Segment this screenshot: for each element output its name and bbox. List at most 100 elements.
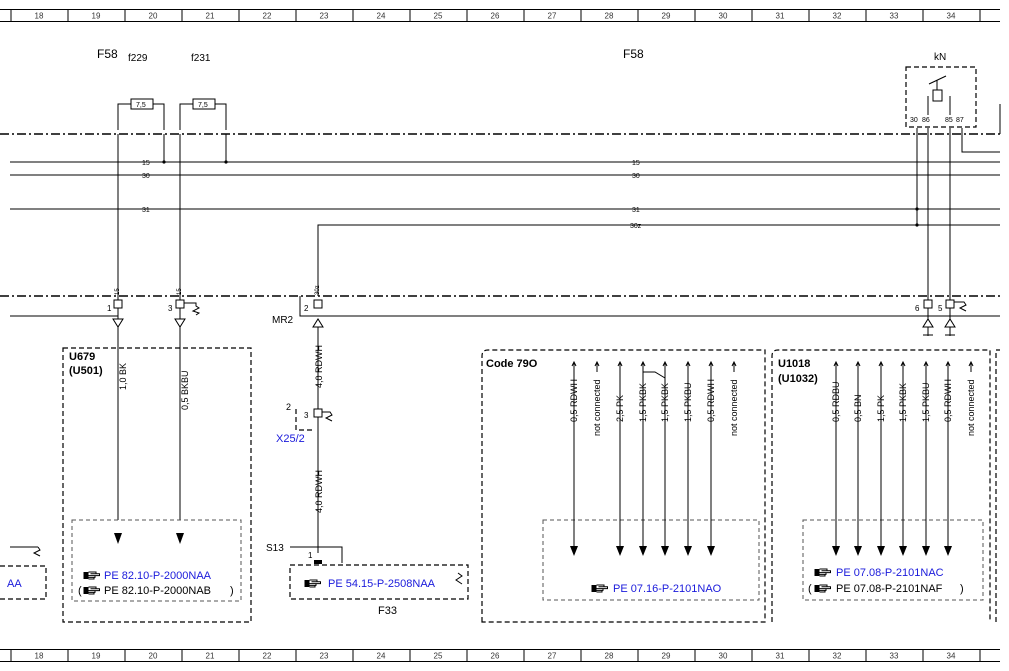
svg-text:30: 30	[910, 117, 918, 124]
ruler-label: 27	[548, 12, 557, 21]
u679-module: U679 (U501) 1,0 BK 0,5 BKBU PE 82.10-P-2…	[62, 347, 252, 623]
wire-mr-x25: 4,0 RDWH 4,0 RDWH 2 3 X25/2	[276, 327, 333, 553]
ruler-label: 29	[662, 652, 671, 661]
svg-text:31: 31	[632, 207, 640, 214]
svg-text:(U501): (U501)	[69, 365, 103, 377]
wire-label: 0,5 RDWH	[943, 379, 953, 422]
code79o-module: Code 79O PE 07.16-P-2101NAO 0,5 RDWH not …	[481, 349, 766, 623]
wire-label: 0,5 RDWH	[706, 379, 716, 422]
connector-pin-1: 15 1	[107, 288, 124, 328]
left-partial-box: AA	[0, 546, 47, 600]
svg-text:kN: kN	[934, 52, 946, 63]
svg-text:2: 2	[286, 402, 291, 412]
svg-text:30z: 30z	[315, 285, 321, 295]
ruler-label: 20	[149, 12, 158, 21]
svg-text:31: 31	[142, 207, 150, 214]
svg-text:85: 85	[945, 117, 953, 124]
svg-text:S13: S13	[266, 543, 284, 554]
code79o-reference-link[interactable]: PE 07.16-P-2101NAO	[613, 583, 722, 595]
ruler-label: 22	[263, 652, 272, 661]
svg-text:5: 5	[938, 304, 943, 313]
svg-text:0,5 BKBU: 0,5 BKBU	[180, 370, 190, 410]
wire-label: 2,5 PK	[615, 395, 625, 422]
ruler-label: 23	[320, 12, 329, 21]
ruler-label: 31	[776, 652, 785, 661]
ruler-label: 32	[833, 652, 842, 661]
f33-label: F33	[378, 605, 397, 617]
bus-31: 31 31	[10, 207, 1000, 214]
wire-label: 0,5 RDBU	[831, 381, 841, 422]
wire-label: 1,5 PK	[876, 395, 886, 422]
svg-text:15: 15	[632, 160, 640, 167]
ruler-label: 23	[320, 652, 329, 661]
svg-text:U1018: U1018	[778, 358, 810, 370]
ruler-label: 19	[92, 652, 101, 661]
ruler-label: 33	[890, 12, 899, 21]
svg-text:Code 79O: Code 79O	[486, 358, 538, 370]
fuse-f229-label: f229	[128, 53, 148, 64]
svg-text:3: 3	[304, 411, 309, 420]
svg-text:(: (	[808, 583, 812, 595]
u679-reference-2: PE 82.10-P-2000NAB	[104, 585, 211, 597]
wire-label: 0,5 BN	[853, 394, 863, 422]
svg-text:15: 15	[115, 288, 121, 295]
ruler-label: 26	[491, 652, 500, 661]
wire-label: not connected	[729, 379, 739, 436]
svg-text:30: 30	[142, 173, 150, 180]
svg-text:4,0 RDWH: 4,0 RDWH	[314, 470, 324, 513]
bus-30: 30 30	[10, 173, 1000, 180]
ruler-label: 34	[947, 652, 956, 661]
ruler-label: 24	[377, 12, 386, 21]
ruler-label: 25	[434, 652, 443, 661]
ruler-label: 29	[662, 12, 671, 21]
ruler-label: 26	[491, 12, 500, 21]
svg-text:15: 15	[142, 160, 150, 167]
svg-text:MR2: MR2	[272, 315, 294, 326]
ruler-label: 19	[92, 12, 101, 21]
fuse-f231-label: f231	[191, 53, 211, 64]
ruler-label: 24	[377, 652, 386, 661]
fuse-block-left-label: F58	[97, 47, 118, 61]
ruler-label: 34	[947, 12, 956, 21]
u679-reference-link-1[interactable]: PE 82.10-P-2000NAA	[104, 570, 212, 582]
svg-text:3: 3	[168, 304, 173, 313]
svg-text:1: 1	[308, 551, 313, 560]
ruler-label: 21	[206, 652, 215, 661]
fuse-f229: 7,5	[117, 98, 165, 130]
fuse-f231: 7,5	[179, 98, 227, 130]
svg-text:6: 6	[915, 304, 920, 313]
ruler-label: 32	[833, 12, 842, 21]
wire-label: 1,5 PKBK	[898, 383, 908, 422]
ruler-label: 21	[206, 12, 215, 21]
svg-text:2: 2	[304, 304, 309, 313]
svg-text:4,0 RDWH: 4,0 RDWH	[314, 345, 324, 388]
wire-label: not connected	[966, 379, 976, 436]
x25-connector-label: X25/2	[276, 433, 305, 445]
wire-label: 1,5 PKBU	[683, 382, 693, 422]
s13-reference-link[interactable]: PE 54.15-P-2508NAA	[328, 578, 436, 590]
svg-text:1: 1	[107, 304, 112, 313]
wire-label: 0,5 RDWH	[569, 379, 579, 422]
ruler-label: 28	[605, 12, 614, 21]
ruler-label: 18	[35, 12, 44, 21]
u1018-reference-link-1[interactable]: PE 07.08-P-2101NAC	[836, 567, 944, 579]
svg-text:87: 87	[956, 117, 964, 124]
left-partial-reference[interactable]: AA	[7, 578, 22, 590]
ruler-label: 30	[719, 652, 728, 661]
ruler-label: 20	[149, 652, 158, 661]
svg-text:86: 86	[922, 117, 930, 124]
connector-mr2: 30z 2 MR2	[272, 285, 1000, 328]
wire-label: 1,5 PKBU	[921, 382, 931, 422]
svg-text:15: 15	[177, 288, 183, 295]
bus-30z: 30z	[317, 223, 1000, 296]
wire-label: not connected	[592, 379, 602, 436]
svg-text:): )	[960, 583, 964, 595]
bus-15: 15 15	[10, 160, 1000, 167]
u1018-module: U1018 (U1032) PE 07.08-P-2101NAC ( PE 07…	[771, 349, 1000, 622]
svg-text:U679: U679	[69, 351, 95, 363]
s13-box: S13 1 PE 54.15-P-2508NAA F33	[266, 543, 469, 617]
ruler-label: 30	[719, 12, 728, 21]
